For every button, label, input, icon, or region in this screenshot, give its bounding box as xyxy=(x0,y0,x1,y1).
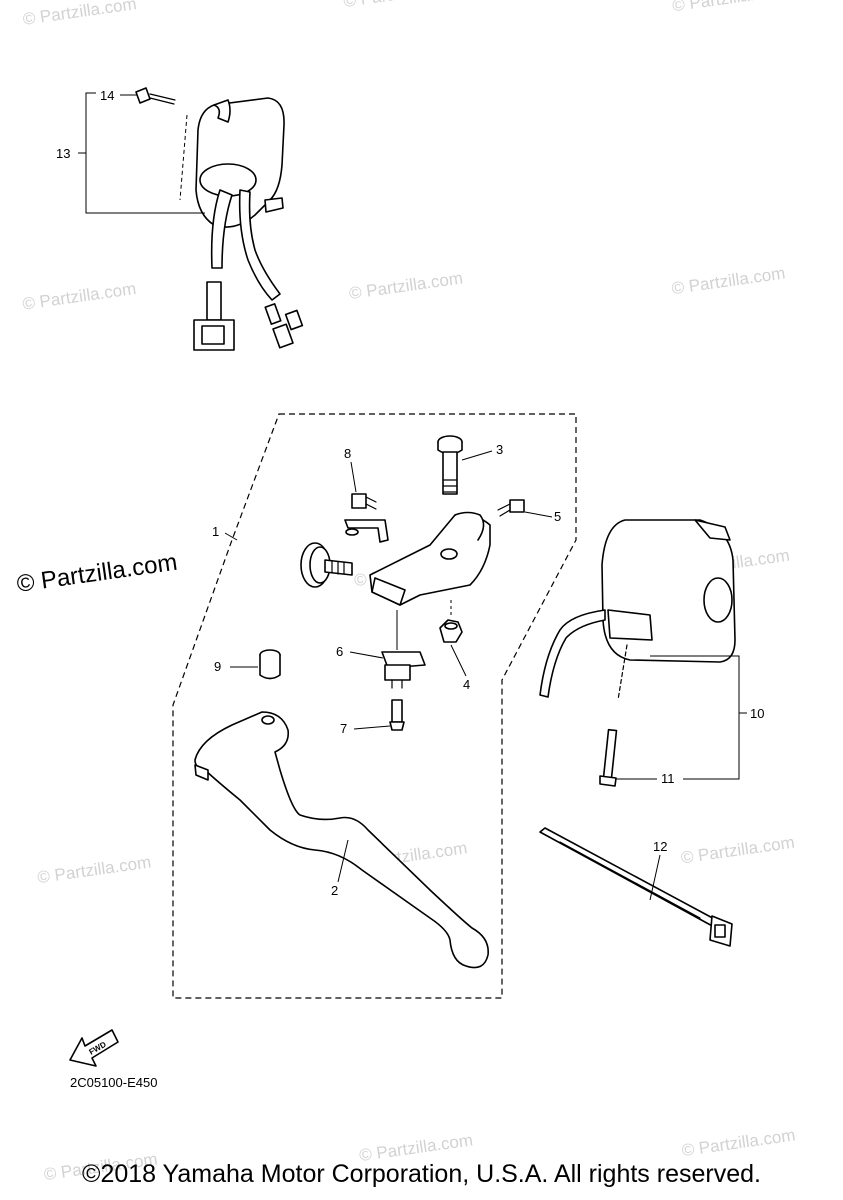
callout-1: 1 xyxy=(212,524,219,539)
watermark-prominent-group: © Partzilla.com xyxy=(15,549,179,598)
callout-3: 3 xyxy=(496,442,503,457)
watermark: © Partzilla.com xyxy=(348,268,464,303)
callout-11: 11 xyxy=(661,771,675,786)
left-handlebar-switch xyxy=(135,87,304,351)
watermark: © Partzilla.com xyxy=(680,1125,796,1160)
screw-8 xyxy=(351,493,377,510)
callout-4: 4 xyxy=(463,677,470,692)
callout-6: 6 xyxy=(336,644,343,659)
callout-9: 9 xyxy=(214,659,221,674)
callout-14: 14 xyxy=(100,88,114,103)
switch-6 xyxy=(381,651,426,689)
watermark: © Partzilla.com xyxy=(22,0,138,29)
right-handlebar-switch xyxy=(539,519,736,787)
callout-10: 10 xyxy=(750,706,764,721)
watermark-prominent: © Partzilla.com xyxy=(15,549,179,598)
watermark: © Partzilla.com xyxy=(671,0,787,15)
callout-8: 8 xyxy=(344,446,351,461)
callout-5: 5 xyxy=(554,509,561,524)
watermark: © Partzilla.com xyxy=(342,0,458,11)
copyright-notice: ©2018 Yamaha Motor Corporation, U.S.A. A… xyxy=(82,1160,761,1188)
watermark: © Partzilla.com xyxy=(36,852,152,887)
screw-7 xyxy=(389,699,405,731)
lever-holder xyxy=(300,511,491,606)
callout-12: 12 xyxy=(653,839,667,854)
collar-9 xyxy=(259,649,281,680)
watermark: © Partzilla.com xyxy=(21,279,137,314)
cable-tie-12 xyxy=(539,827,733,947)
clutch-lever-2 xyxy=(194,711,489,969)
screw-5 xyxy=(497,499,525,517)
watermark: © Partzilla.com xyxy=(670,263,786,298)
diagram-code: 2C05100-E450 xyxy=(70,1075,157,1090)
fwd-arrow: FWD xyxy=(69,1029,119,1067)
callout-7: 7 xyxy=(340,721,347,736)
bolt-3 xyxy=(437,435,463,495)
callout-2: 2 xyxy=(331,883,338,898)
nut-4 xyxy=(439,619,463,643)
callout-13: 13 xyxy=(56,146,70,161)
watermark: © Partzilla.com xyxy=(680,833,796,868)
